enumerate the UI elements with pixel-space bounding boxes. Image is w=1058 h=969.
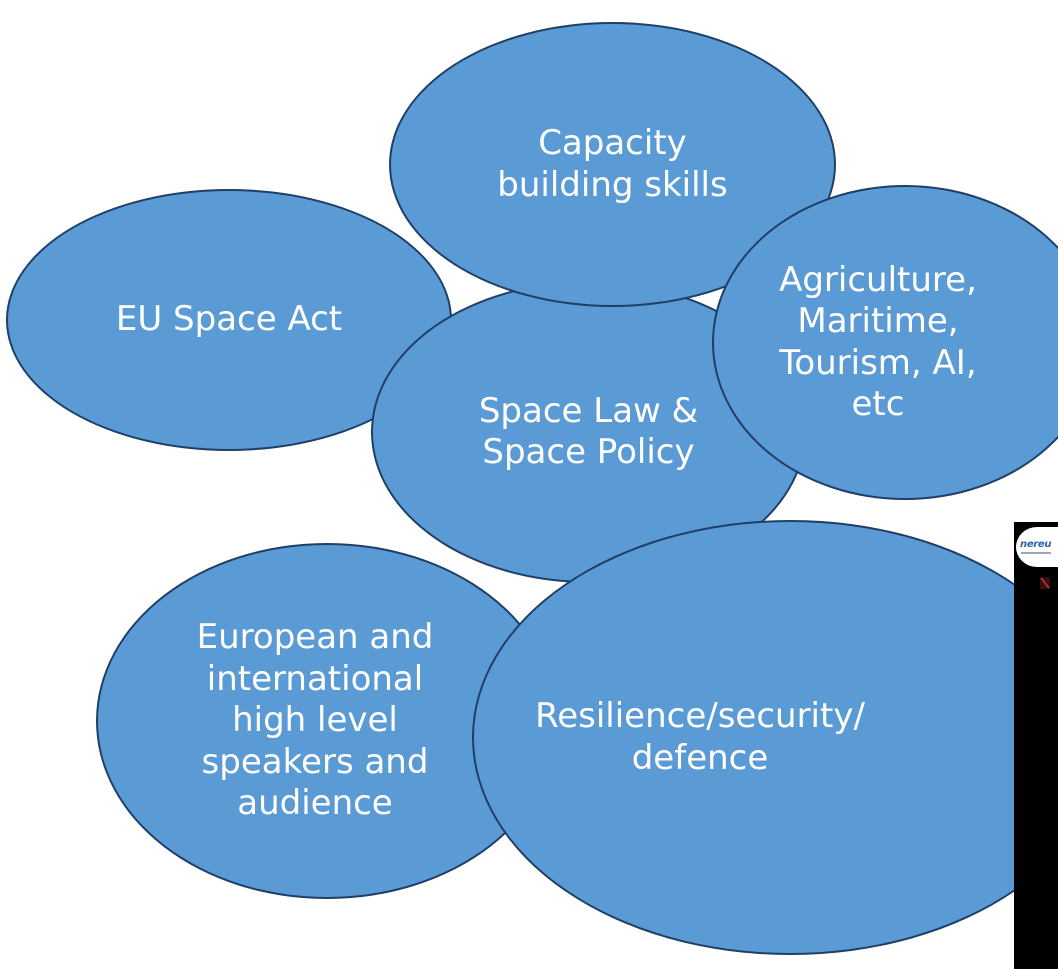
bubble-european-speakers: European and international high level sp… — [96, 543, 558, 899]
bubble-label: European and international high level sp… — [196, 617, 434, 824]
nereus-logo: nereu — [1016, 527, 1058, 567]
bubble-label: EU Space Act — [115, 299, 343, 340]
bubble-resilience-security-defence: Resilience/security/ defence — [472, 520, 1058, 955]
muted-icon[interactable] — [1038, 576, 1052, 590]
video-side-panel — [1014, 522, 1058, 969]
bubble-label: Agriculture, Maritime, Tourism, AI, etc — [779, 259, 977, 424]
bubble-label: Space Law & Space Policy — [478, 390, 699, 472]
logo-text: nereu — [1020, 539, 1052, 550]
bubble-label: Resilience/security/ defence — [535, 696, 865, 778]
bubble-agriculture-maritime: Agriculture, Maritime, Tourism, AI, etc — [712, 185, 1058, 500]
bubble-eu-space-act: EU Space Act — [6, 189, 452, 451]
bubble-label: Capacity building skills — [497, 123, 728, 205]
logo-underline — [1021, 552, 1051, 554]
